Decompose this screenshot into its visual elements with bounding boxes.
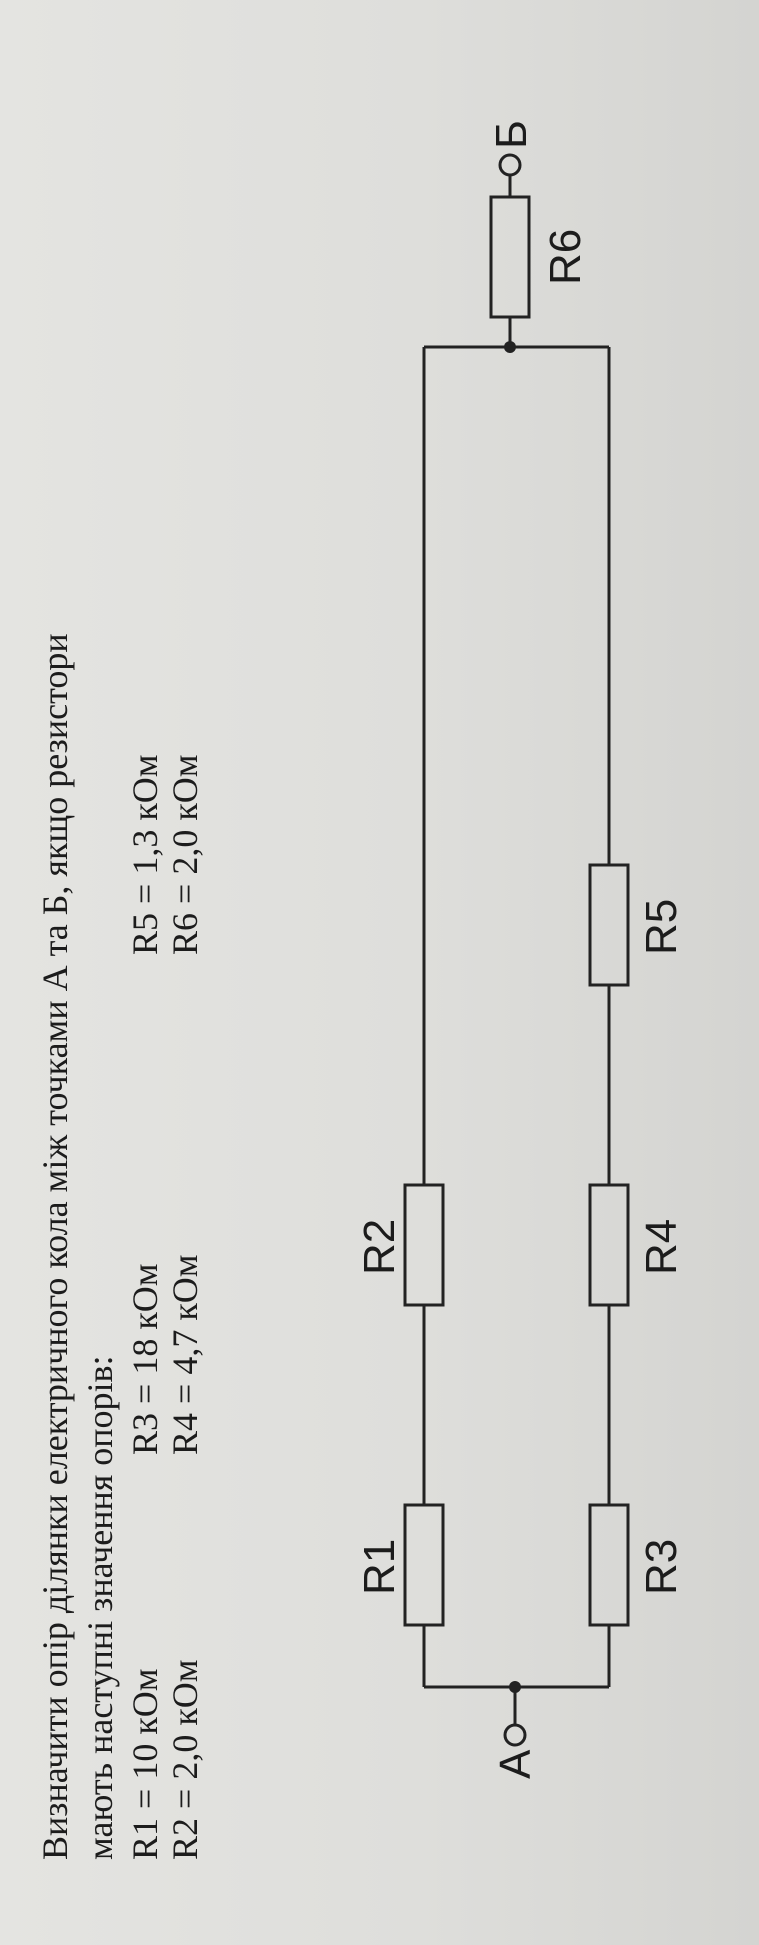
terminal-b-label: Б xyxy=(487,120,536,149)
terminal-a-circle xyxy=(503,1723,527,1747)
label-r5: R5 xyxy=(637,898,686,955)
resistor-r3 xyxy=(588,1503,630,1627)
resistor-r5 xyxy=(588,863,630,987)
label-r2: R2 xyxy=(355,1218,404,1275)
terminal-b-circle xyxy=(498,153,522,177)
label-r6: R6 xyxy=(541,228,590,285)
resistor-r6 xyxy=(489,195,531,319)
resistor-r4 xyxy=(588,1183,630,1307)
terminal-a-label: А xyxy=(491,1749,540,1779)
label-r3: R3 xyxy=(637,1538,686,1595)
resistor-r1 xyxy=(403,1503,445,1627)
label-r4: R4 xyxy=(637,1218,686,1275)
resistor-r2 xyxy=(403,1183,445,1307)
label-r1: R1 xyxy=(355,1538,404,1595)
